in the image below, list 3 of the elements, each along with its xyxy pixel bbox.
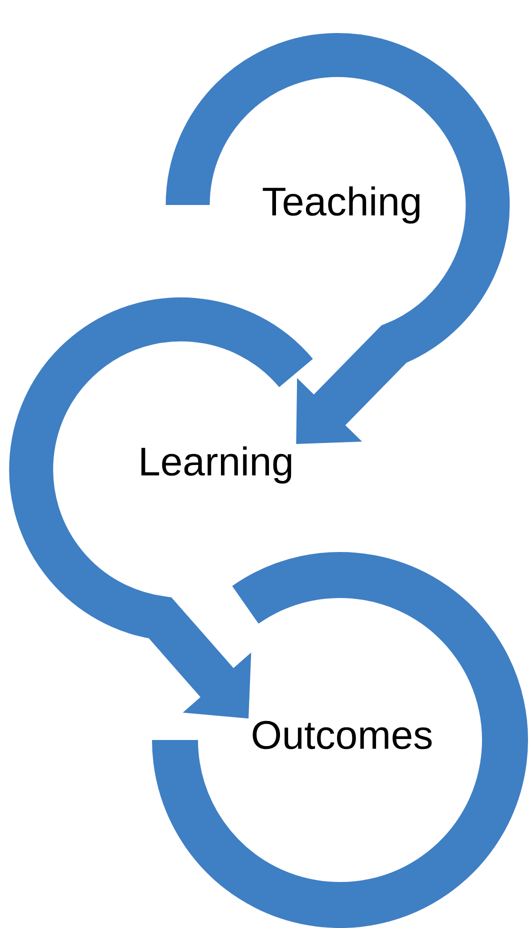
node-label: Outcomes [252,720,432,750]
node-label: Learning [141,446,292,484]
node-label: Teaching [262,186,420,224]
